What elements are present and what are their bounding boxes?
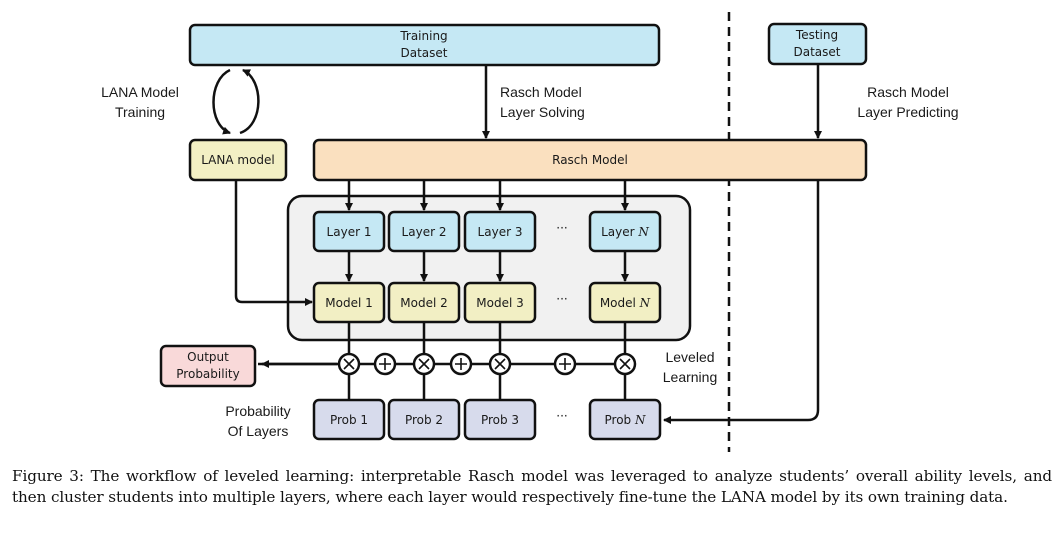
predict-to-probN-arrow (663, 180, 820, 424)
layer-box: Layer 3 (463, 210, 537, 253)
rasch-solving-label-1: Rasch Model (500, 84, 582, 100)
model-box: Model N (588, 281, 662, 324)
training-dataset-box: Training Dataset (188, 23, 661, 67)
ellipsis: ··· (556, 292, 567, 306)
layer-label: Layer 2 (402, 225, 447, 239)
multiply-operator-icon (613, 352, 637, 376)
layer-label: Layer 3 (478, 225, 523, 239)
model-box: Model 1 (312, 281, 386, 324)
testing-dataset-line1: Testing (795, 28, 838, 42)
testing-dataset-box: Testing Dataset (767, 22, 868, 66)
add-operator-icon (449, 352, 473, 376)
prob-of-layers-label-1: Probability (225, 403, 290, 419)
rasch-predicting-label-2: Layer Predicting (857, 104, 958, 120)
prob-label: Prob 3 (481, 413, 519, 427)
add-operator-icon (553, 352, 577, 376)
testing-dataset-line2: Dataset (794, 45, 841, 59)
output-probability-line2: Probability (176, 367, 239, 381)
prob-box: Prob 1 (312, 398, 386, 441)
leveled-learning-label-1: Leveled (665, 349, 714, 365)
prob-box: Prob 2 (387, 398, 461, 441)
prob-box: Prob N (588, 398, 662, 441)
lana-model-box: LANA model (188, 138, 288, 182)
model-label: Model N (600, 296, 651, 310)
rasch-model-box: Rasch Model (312, 138, 868, 182)
prob-label: Prob 1 (330, 413, 368, 427)
model-label: Model 3 (476, 296, 523, 310)
layer-box: Layer 1 (312, 210, 386, 253)
layer-label: Layer N (601, 225, 649, 239)
workflow-diagram: Training Dataset Testing Dataset LANA Mo… (101, 12, 959, 452)
leveled-learning-label-2: Learning (663, 369, 718, 385)
model-box: Model 2 (387, 281, 461, 324)
output-probability-line1: Output (187, 350, 229, 364)
model-box: Model 3 (463, 281, 537, 324)
output-probability-box: Output Probability (159, 344, 257, 388)
model-label: Model 1 (325, 296, 372, 310)
layer-box: Layer 2 (387, 210, 461, 253)
ellipsis: ··· (556, 221, 567, 235)
lana-model-label: LANA model (201, 153, 275, 167)
add-operator-icon (373, 352, 397, 376)
lana-training-label-1: LANA Model (101, 84, 179, 100)
rasch-predicting-label-1: Rasch Model (867, 84, 949, 100)
model-label: Model 2 (400, 296, 447, 310)
rasch-model-label: Rasch Model (552, 153, 628, 167)
multiply-operator-icon (412, 352, 436, 376)
prob-box: Prob 3 (463, 398, 537, 441)
lana-to-model1-arrow (234, 180, 313, 306)
prob-label: Prob 2 (405, 413, 443, 427)
prob-label: Prob N (605, 413, 646, 427)
figure-caption: Figure 3: The workflow of leveled learni… (12, 467, 1052, 506)
prob-of-layers-label-2: Of Layers (228, 423, 289, 439)
training-dataset-line1: Training (399, 29, 447, 43)
multiply-operator-icon (337, 352, 361, 376)
multiply-operator-icon (488, 352, 512, 376)
lana-training-label-2: Training (115, 104, 165, 120)
rasch-solving-label-2: Layer Solving (500, 104, 585, 120)
training-dataset-line2: Dataset (401, 46, 448, 60)
layer-label: Layer 1 (327, 225, 372, 239)
layer-box: Layer N (588, 210, 662, 253)
training-loop-icon (212, 68, 260, 135)
ellipsis: ··· (556, 409, 567, 423)
